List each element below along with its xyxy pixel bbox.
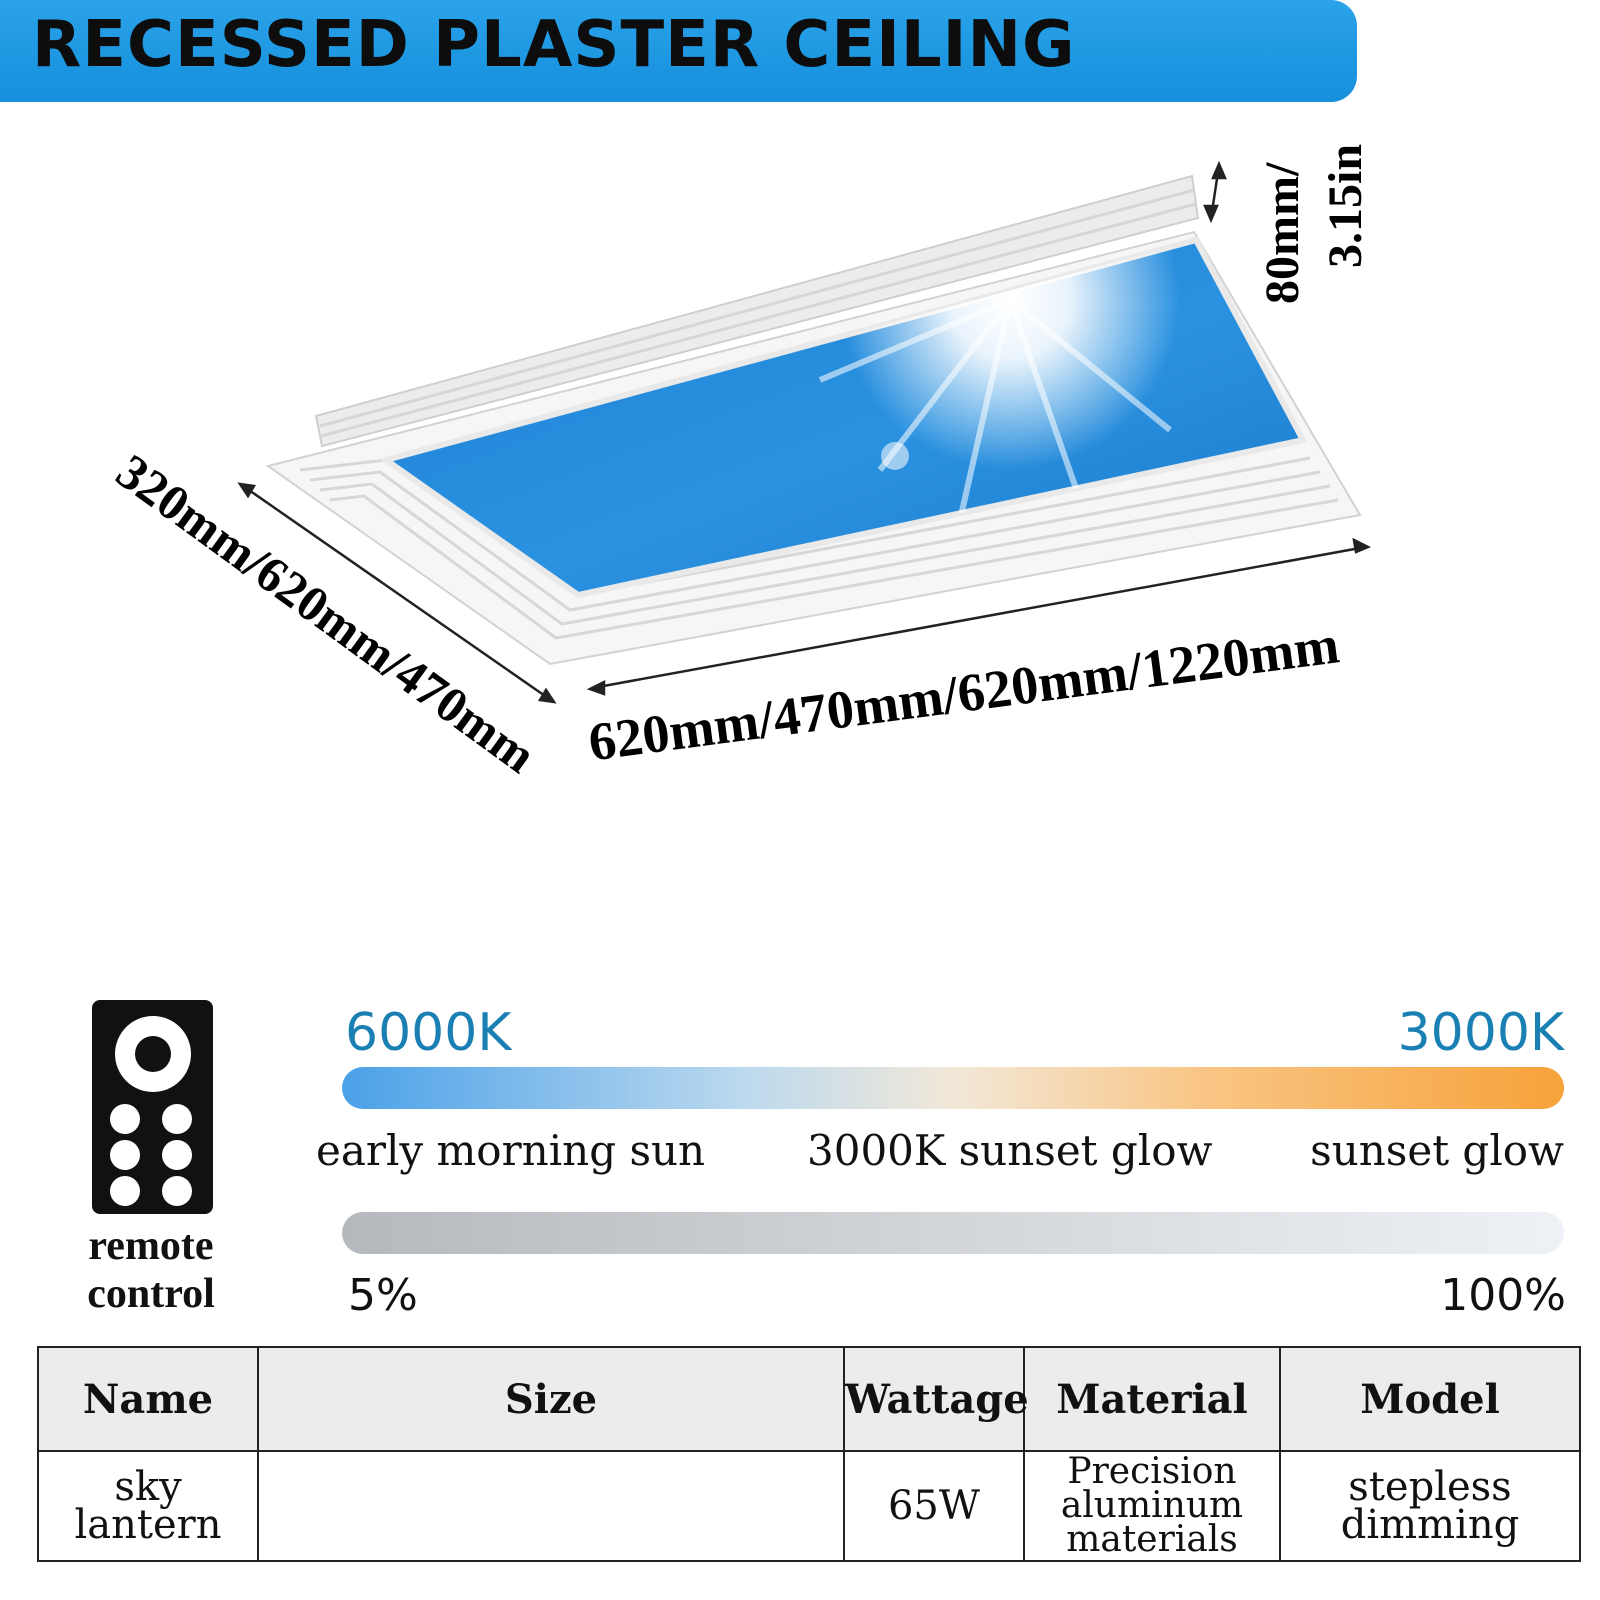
remote-button (162, 1140, 192, 1170)
table-row: sky lantern 65W Precision aluminum mater… (37, 1450, 1581, 1562)
material-line3: materials (1066, 1519, 1238, 1560)
temperature-caption-right: sunset glow (1310, 1126, 1564, 1175)
cell-material: Precision aluminum materials (1023, 1450, 1281, 1562)
remote-button (162, 1176, 192, 1206)
spec-table: Name Size Wattage Material Model sky lan… (37, 1346, 1581, 1562)
depth-dimension-mm: 80mm/ (1256, 162, 1309, 304)
warm-temperature-label: 3000K (1397, 1003, 1564, 1063)
header-model: Model (1279, 1346, 1581, 1452)
material-line1: Precision (1067, 1451, 1237, 1492)
cell-model: stepless dimming (1279, 1450, 1581, 1562)
model-line1: stepless (1348, 1464, 1512, 1510)
page-title: RECESSED PLASTER CEILING (32, 8, 1076, 82)
header-size: Size (257, 1346, 845, 1452)
remote-control-icon (92, 1000, 213, 1214)
name-line1: sky (114, 1464, 182, 1510)
remote-button (110, 1176, 140, 1206)
header-material: Material (1023, 1346, 1281, 1452)
remote-button (162, 1104, 192, 1134)
temperature-caption-middle: 3000K sunset glow (807, 1126, 1213, 1175)
header-name: Name (37, 1346, 259, 1452)
depth-dimension-in: 3.15in (1319, 143, 1372, 268)
color-temperature-bar (342, 1067, 1564, 1109)
dial-ring (115, 1016, 191, 1092)
remote-button (110, 1140, 140, 1170)
cool-temperature-label: 6000K (345, 1003, 512, 1063)
name-line2: lantern (74, 1502, 222, 1548)
cell-name: sky lantern (37, 1450, 259, 1562)
brightness-min-label: 5% (348, 1270, 418, 1321)
remote-button (110, 1104, 140, 1134)
remote-control-label: remote control (56, 1222, 246, 1318)
ceiling-panel-illustration (237, 160, 1372, 704)
header-wattage: Wattage (843, 1346, 1029, 1452)
temperature-caption-left: early morning sun (316, 1126, 706, 1175)
dimension-arrows (237, 160, 1372, 704)
model-line2: dimming (1340, 1502, 1520, 1548)
cell-size (257, 1450, 845, 1562)
cell-wattage: 65W (843, 1450, 1025, 1562)
title-banner: RECESSED PLASTER CEILING (0, 0, 1357, 102)
table-header-row: Name Size Wattage Material Model (37, 1346, 1581, 1452)
brightness-bar (342, 1212, 1564, 1254)
brightness-max-label: 100% (1440, 1270, 1566, 1321)
material-line2: aluminum (1060, 1485, 1244, 1526)
remote-label-line1: remote (88, 1223, 214, 1269)
remote-label-line2: control (87, 1271, 215, 1317)
